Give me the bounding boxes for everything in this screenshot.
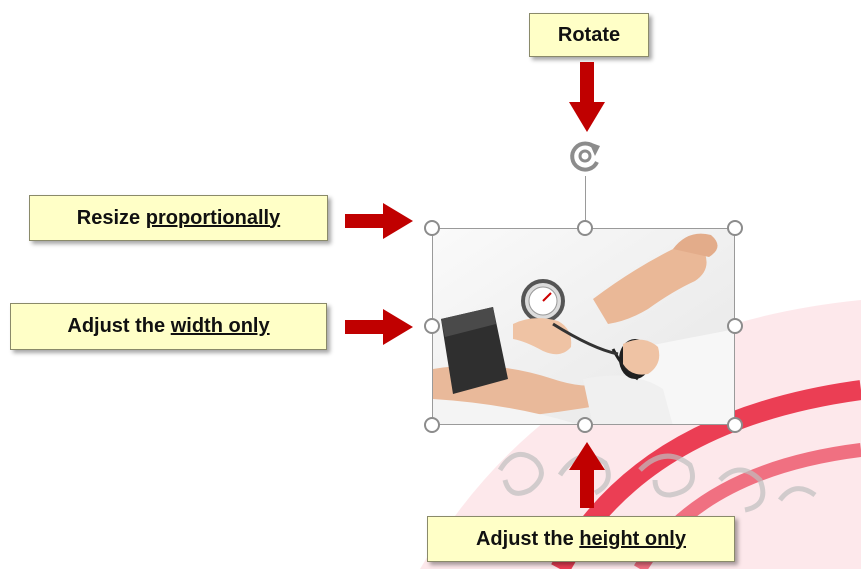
selected-picture[interactable] [432, 228, 735, 425]
resize-handle-middle-left[interactable] [424, 318, 440, 334]
width-callout: Adjust the width only [10, 303, 327, 350]
resize-handle-middle-right[interactable] [727, 318, 743, 334]
width-callout-prefix: Adjust the [67, 315, 171, 337]
height-callout-prefix: Adjust the [475, 527, 580, 550]
photo-content [433, 229, 734, 424]
resize-handle-bottom-right[interactable] [727, 417, 743, 433]
rotate-callout: Rotate [529, 13, 649, 57]
resize-callout-prefix: Resize [76, 206, 146, 229]
rotate-icon[interactable] [565, 136, 605, 176]
width-callout-emphasis: width only [170, 315, 270, 337]
resize-handle-bottom-center[interactable] [577, 417, 593, 433]
width-arrow [345, 309, 413, 345]
height-callout-emphasis: height only [579, 527, 686, 550]
resize-callout: Resize proportionally [29, 195, 328, 241]
rotate-stem [585, 176, 586, 229]
resize-handle-bottom-left[interactable] [424, 417, 440, 433]
height-arrow [569, 442, 605, 508]
resize-arrow [345, 203, 413, 239]
height-callout: Adjust the height only [427, 516, 735, 562]
rotate-callout-text: Rotate [557, 23, 621, 46]
rotate-arrow [569, 62, 605, 132]
resize-callout-emphasis: proportionally [145, 206, 281, 229]
resize-handle-top-center[interactable] [577, 220, 593, 236]
resize-handle-top-left[interactable] [424, 220, 440, 236]
resize-handle-top-right[interactable] [727, 220, 743, 236]
